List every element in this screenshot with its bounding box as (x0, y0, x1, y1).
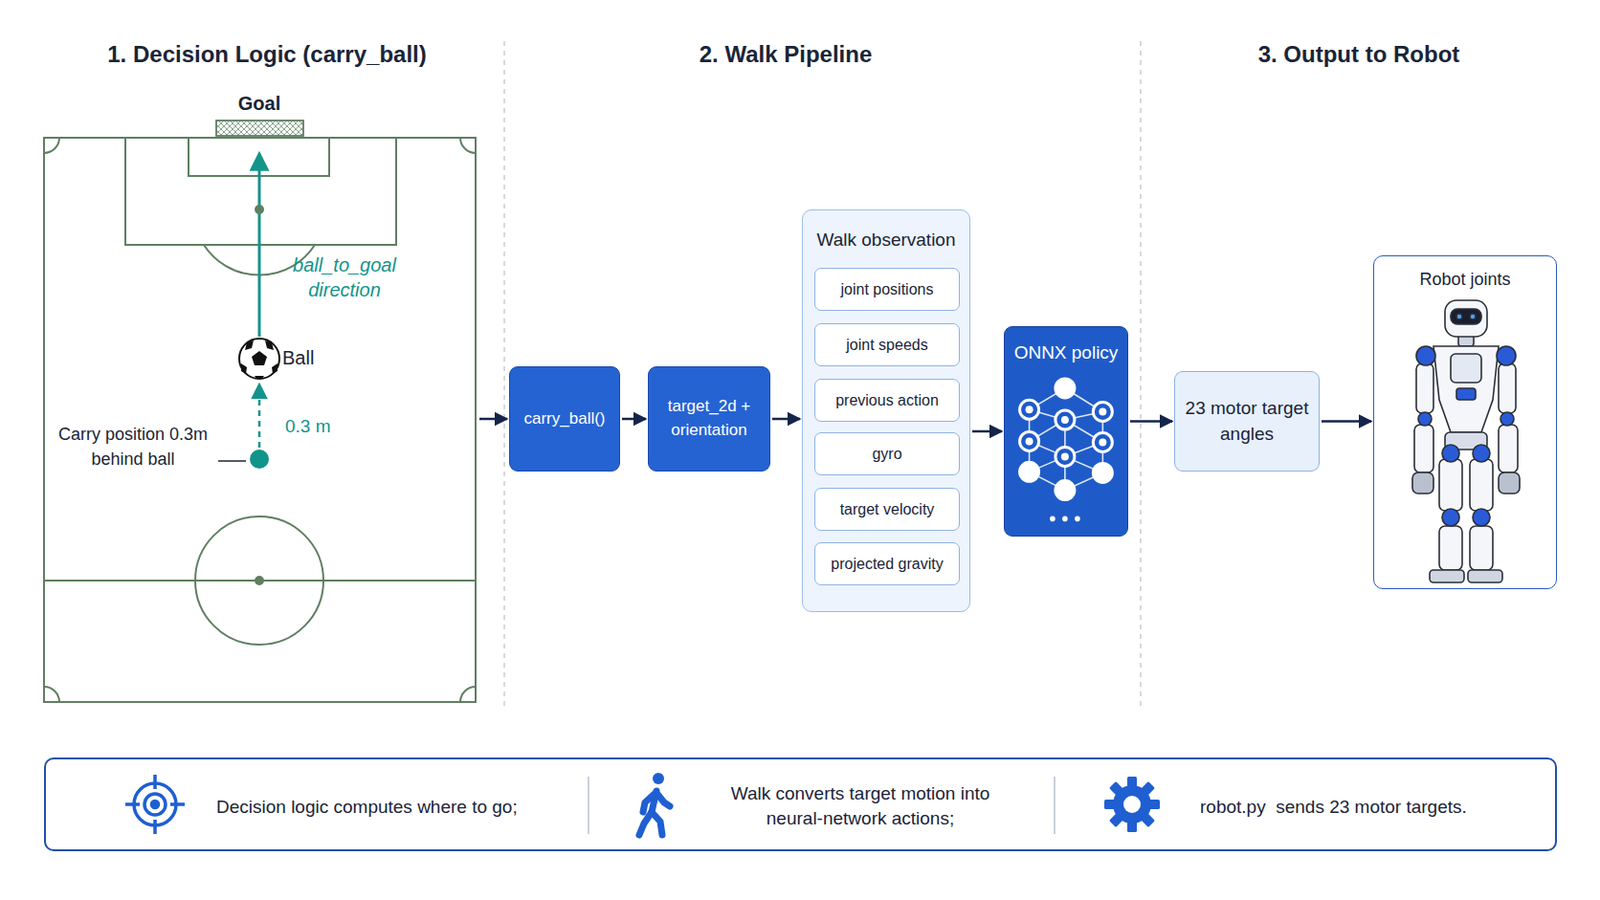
process-box: carry_ball() (509, 366, 621, 472)
summary-text: robot.py sends 23 motor targets. (1200, 795, 1545, 821)
soccer-field (44, 137, 476, 703)
box-label: joint positions (841, 281, 934, 299)
robot-illustration (1374, 256, 1558, 591)
observation-item: joint positions (814, 267, 960, 312)
output-box: 23 motor target angles (1174, 371, 1320, 472)
box-label: projected gravity (830, 555, 943, 574)
robot-box: Robot joints (1373, 255, 1557, 590)
dimension-label: 0.3 m (285, 415, 362, 439)
flow-arrow (622, 418, 646, 422)
flow-arrow (1321, 420, 1372, 423)
box-label: ONNX policy (1014, 342, 1119, 364)
section-divider (503, 41, 505, 710)
observation-item: joint speeds (814, 323, 960, 367)
box-label: joint speeds (845, 336, 928, 355)
box-label: Walk observation (816, 229, 956, 251)
observation-item: previous action (814, 378, 960, 423)
section-title: 1. Decision Logic (carry_ball) (27, 40, 507, 69)
soccer-ball (239, 338, 280, 379)
direction-arrow (258, 155, 262, 337)
offset-arrow (258, 385, 262, 448)
center-spot (254, 576, 265, 586)
section-title: 3. Output to Robot (1167, 40, 1551, 69)
penalty-spot (254, 204, 265, 215)
box-label: carry_ball() (523, 407, 605, 432)
box-label: 23 motor target angles (1178, 396, 1315, 447)
section-title: 2. Walk Pipeline (546, 40, 1025, 69)
flow-arrow (1130, 420, 1173, 423)
observation-panel: Walk observation joint positions joint spe… (801, 209, 971, 613)
vector-label: ball_to_goal direction (271, 252, 418, 303)
summary-text: Decision logic computes where to go; (216, 795, 580, 821)
carry-point (249, 449, 269, 469)
object-label: Ball (282, 346, 359, 371)
observation-item: projected gravity (814, 542, 960, 586)
field-label: Goal (211, 91, 308, 116)
flow-arrow (772, 418, 800, 422)
box-label: target velocity (840, 501, 935, 519)
box-label: previous action (835, 392, 939, 410)
policy-box: ONNX policy (1003, 326, 1129, 537)
process-box: target_2d + orientation (647, 366, 771, 472)
observation-item: gyro (814, 432, 960, 476)
box-label: target_2d + orientation (652, 395, 766, 443)
goal-net (216, 120, 304, 136)
flow-arrow (479, 418, 508, 422)
summary-bar: Decision logic computes where to go; Walk… (44, 757, 1557, 852)
flow-arrow (972, 430, 1002, 434)
box-label: Robot joints (1419, 269, 1511, 290)
section-divider (1139, 41, 1141, 710)
observation-item: target velocity (814, 488, 960, 532)
box-label: gyro (871, 445, 902, 464)
leader-line (218, 460, 246, 463)
summary-text: Walk converts target motion into neural-… (702, 781, 1019, 831)
point-label: Carry position 0.3m behind ball (52, 422, 214, 472)
